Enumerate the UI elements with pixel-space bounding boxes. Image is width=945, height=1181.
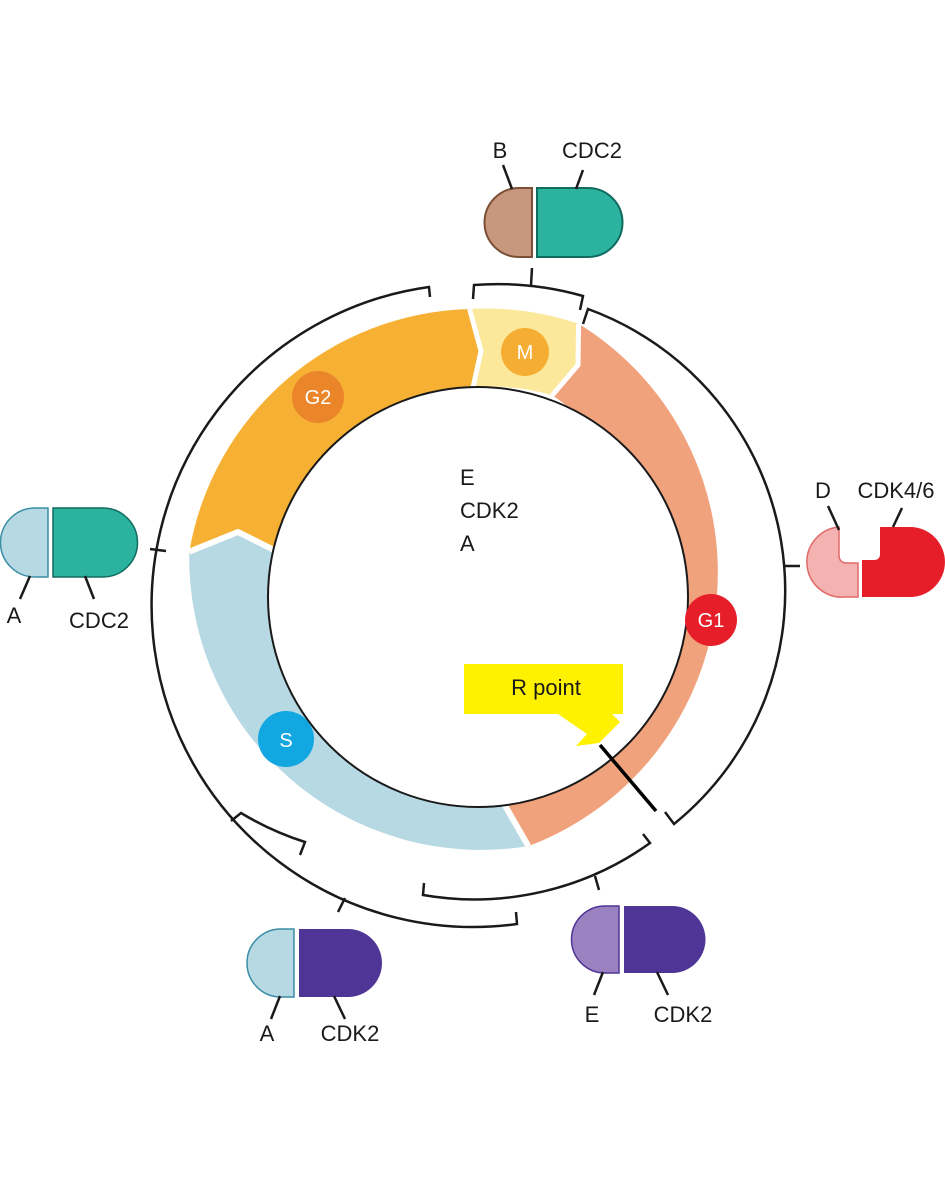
cyclin-d-pointer: [826, 505, 841, 531]
cyclin-a-label: A: [260, 1021, 275, 1046]
g1-band: [503, 323, 718, 847]
cdc2-left-pointer: [83, 575, 96, 600]
complex-d-cdk46: D CDK4/6: [806, 478, 945, 598]
bracket-a-cdc2-tick: [149, 547, 167, 553]
cdc2-left-shape: [52, 507, 139, 578]
complex-a-cdk2: A CDK2: [246, 928, 382, 1046]
cdk2-e-shape: [624, 906, 706, 973]
cyclin-a-pointer: [269, 995, 282, 1020]
s-label: S: [279, 730, 292, 752]
g2-band: [189, 309, 482, 552]
complex-a-cdc2: A CDC2: [0, 507, 139, 633]
m-g1-separator: [550, 323, 582, 397]
r-point-box: [464, 664, 623, 746]
cdc2-pointer: [574, 169, 585, 190]
cdk46-shape: [862, 527, 945, 597]
cdk2-e-label: CDK2: [654, 1002, 713, 1027]
g2-label: G2: [305, 387, 332, 409]
cdk2-a-shape: [299, 929, 382, 997]
center-label-a: A: [460, 531, 475, 556]
g1-label: G1: [698, 610, 725, 632]
cyclin-a-left-shape: [0, 507, 49, 578]
bracket-d-cdk46: [581, 307, 787, 826]
center-label-e: E: [460, 465, 475, 490]
cell-cycle-ring: [188, 308, 718, 850]
cyclin-d-shape: [806, 526, 859, 598]
cyclin-a-left-pointer: [18, 575, 32, 600]
bracket-e-cdk2: [421, 833, 652, 901]
center-label-cdk2: CDK2: [460, 498, 519, 523]
cdc2-top-label: CDC2: [562, 138, 622, 163]
g2-badge: G2: [292, 371, 344, 423]
s-badge: S: [258, 711, 314, 767]
cyclin-e-pointer: [592, 971, 605, 996]
g2-m-separator: [467, 308, 484, 389]
m-badge: M: [501, 328, 549, 376]
cdk2-e-pointer: [655, 971, 670, 996]
bracket-b-cdc2-tick: [529, 267, 534, 286]
m-label: M: [517, 342, 534, 364]
bracket-a-cdk2-tick: [336, 897, 347, 913]
bracket-b-cdc2: [471, 282, 585, 311]
complex-b-cdc2: B CDC2: [483, 138, 624, 258]
r-point-label: R point: [511, 675, 581, 700]
bracket-e-cdk2-tick: [593, 875, 601, 891]
bracket-a-cdc2: [150, 285, 519, 929]
bracket-a-cdk2: [230, 811, 307, 856]
cdc2-shape: [536, 187, 624, 258]
cyclin-b-pointer: [501, 164, 514, 190]
cyclin-a-left-label: A: [7, 603, 22, 628]
cdc2-left-label: CDC2: [69, 608, 129, 633]
cdk2-a-pointer: [332, 995, 347, 1020]
r-point-line: [598, 743, 658, 813]
cyclin-b-label: B: [493, 138, 508, 163]
complex-e-cdk2: E CDK2: [570, 905, 713, 1027]
center-labels: E CDK2 A: [460, 465, 519, 556]
phase-badges: M G2 G1 S: [258, 328, 737, 767]
cyclin-a-shape: [246, 928, 295, 998]
cdk46-pointer: [891, 507, 904, 528]
cyclin-b-shape: [483, 187, 533, 258]
cyclin-e-label: E: [585, 1002, 600, 1027]
inner-circle: [267, 386, 689, 808]
activity-brackets: [149, 267, 800, 929]
s-g2-separator: [188, 528, 278, 555]
cdk2-a-label: CDK2: [321, 1021, 380, 1046]
cyclin-d-label: D: [815, 478, 831, 503]
cdk46-label: CDK4/6: [857, 478, 934, 503]
cyclin-e-shape: [570, 905, 620, 974]
r-point-callout: R point: [464, 664, 623, 746]
g1-badge: G1: [685, 594, 737, 646]
